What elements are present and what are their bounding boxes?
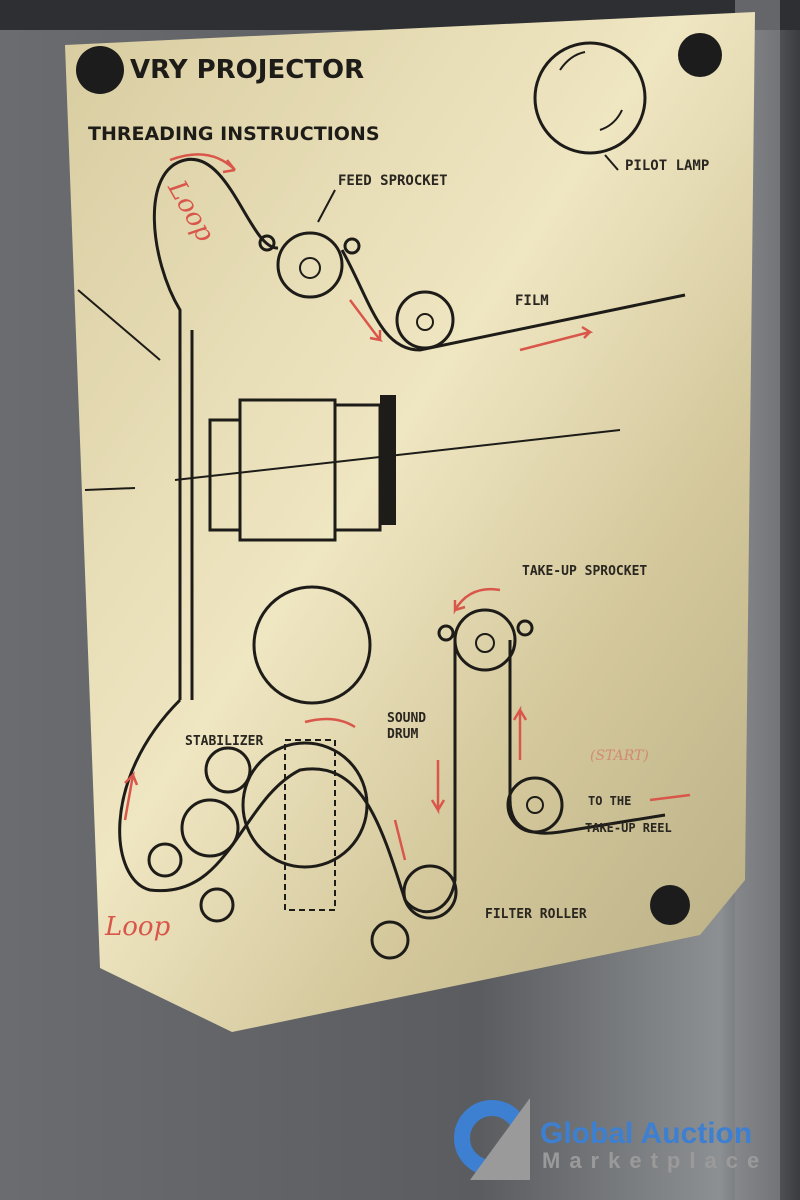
red-arrow (453, 587, 501, 615)
red-arrow (519, 325, 594, 352)
feed-sprocket-pointer (317, 189, 336, 223)
red-arrow (393, 819, 407, 861)
exciter-lamp-diagram (252, 585, 372, 705)
label-filter-roller: FILTER ROLLER (485, 907, 587, 922)
red-arrow (349, 299, 383, 342)
guide-roller (258, 234, 276, 252)
placard-title: VRY PROJECTOR (130, 55, 364, 85)
roller-hub (526, 796, 544, 814)
watermark-line1: Global Auction (540, 1117, 752, 1150)
placard (65, 12, 755, 1032)
red-arrow (512, 705, 528, 760)
red-arrow (169, 153, 236, 174)
label-sound-drum-2: DRUM (387, 727, 418, 742)
label-feed-sprocket: FEED SPROCKET (338, 173, 448, 189)
screw-icon (76, 46, 124, 94)
sprocket-hub (299, 257, 321, 279)
guide-roller (343, 237, 361, 255)
label-take-up-reel: TAKE-UP REEL (585, 821, 672, 835)
lens-diagram (77, 289, 621, 542)
film-path-takeup (508, 640, 666, 835)
lamp-shading (559, 51, 623, 131)
film-path-top (152, 157, 686, 700)
handwritten-start-note: (START) (590, 748, 649, 764)
guide-roller (516, 619, 534, 637)
stabilizer-roller (204, 746, 252, 794)
roller-hub (416, 313, 434, 331)
placard-subtitle: THREADING INSTRUCTIONS (88, 123, 380, 145)
screw-icon (678, 33, 722, 77)
take-up-sprocket-diagram (453, 608, 517, 672)
label-stabilizer: STABILIZER (185, 734, 263, 749)
idler-roller (180, 798, 240, 858)
sprocket-hub (475, 633, 495, 653)
watermark-line2: Marketplace (542, 1148, 768, 1173)
drum-housing (284, 739, 336, 911)
screw-icon (650, 885, 690, 925)
guide-roller (199, 887, 235, 923)
film-path-bottom (118, 635, 457, 914)
handwritten-loop-bottom: Loop (104, 912, 171, 942)
watermark-logo: Global Auction Marketplace (454, 1098, 768, 1180)
label-pilot-lamp: PILOT LAMP (625, 158, 709, 174)
label-take-up-sprocket: TAKE-UP SPROCKET (522, 564, 647, 579)
label-to-the: TO THE (588, 794, 631, 808)
feed-sprocket-diagram (276, 231, 344, 299)
guide-roller (147, 842, 183, 878)
label-film: FILM (515, 293, 549, 309)
guide-roller (370, 920, 410, 960)
red-arrow (304, 717, 356, 729)
pilot-lamp-diagram (533, 41, 647, 155)
pilot-lamp-pointer (604, 154, 619, 171)
red-arrow (123, 771, 139, 821)
label-sound-drum-1: SOUND (387, 711, 426, 726)
red-arrow (430, 760, 446, 815)
guide-roller (437, 624, 455, 642)
red-arrow (649, 793, 691, 802)
